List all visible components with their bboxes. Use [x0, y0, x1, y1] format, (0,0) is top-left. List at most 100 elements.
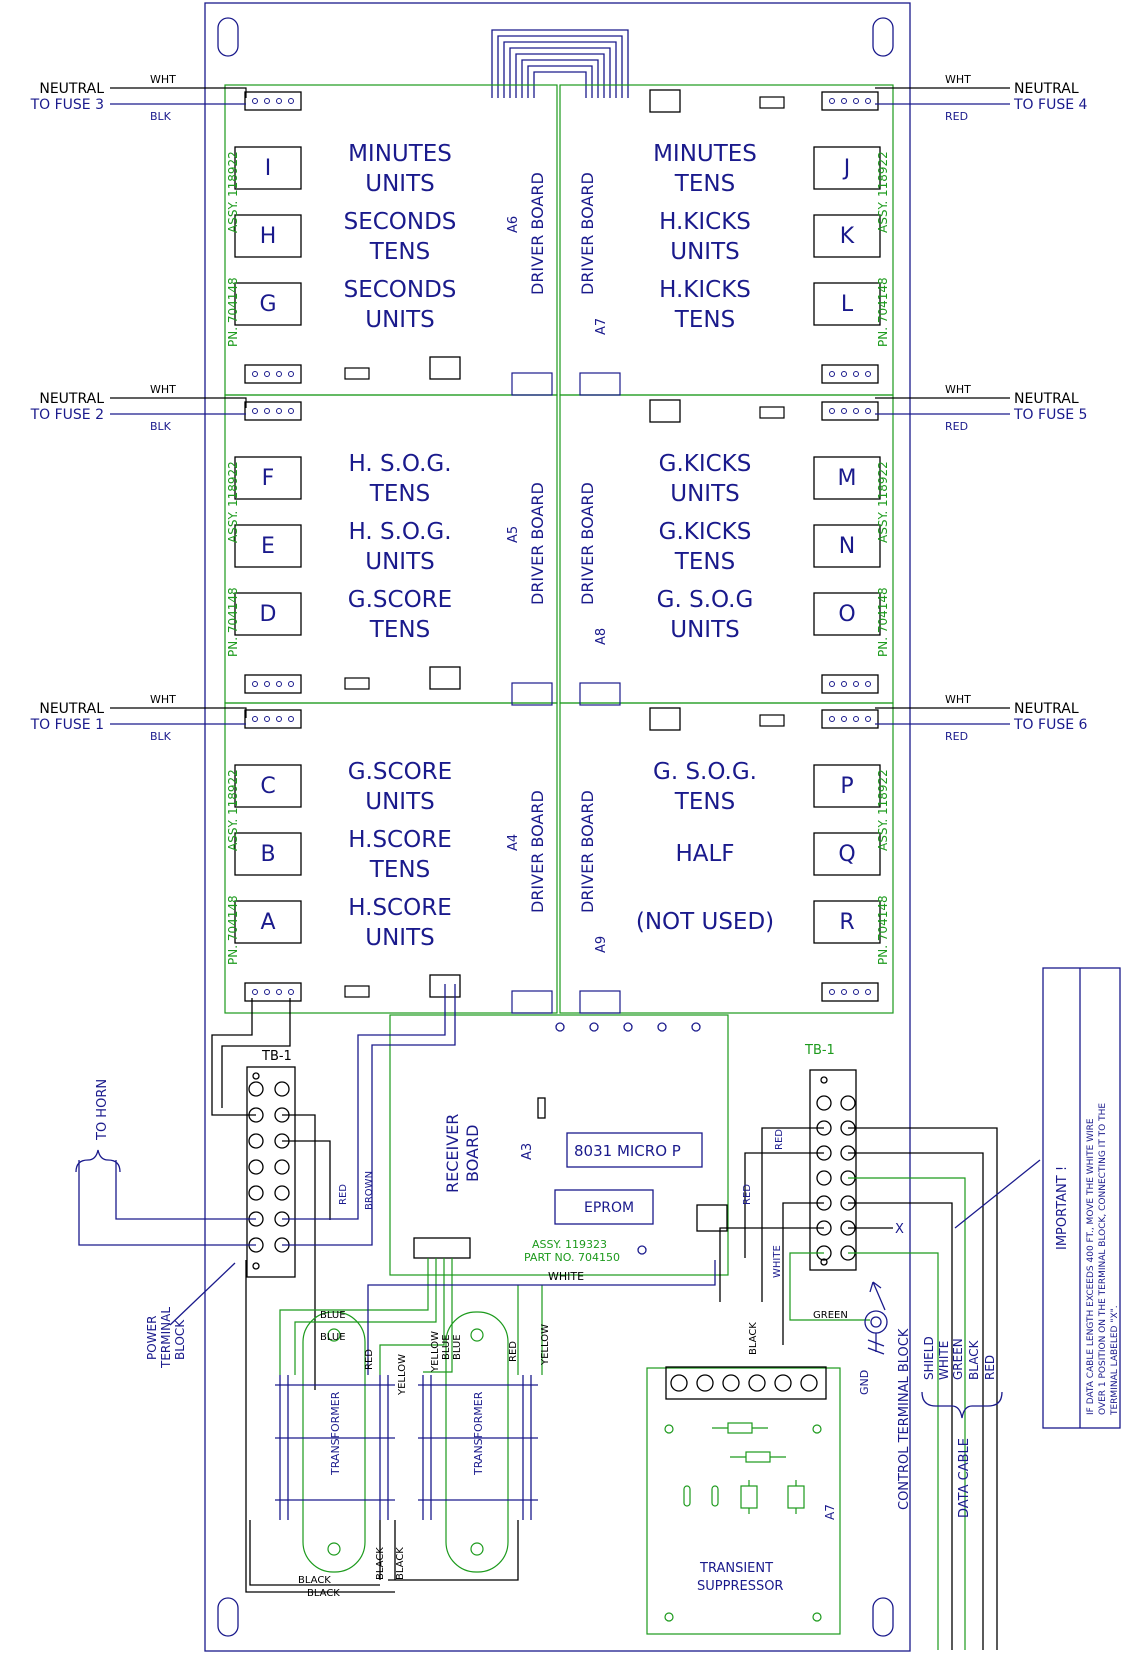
data-connector-a9	[649, 707, 681, 731]
digit-label-k-1: H.KICKS	[659, 209, 751, 235]
digit-label-d-1: G.SCORE	[348, 587, 452, 613]
data-connector-a8	[649, 399, 681, 423]
power-block-caption-1: POWER	[145, 1316, 159, 1360]
connector-pin-top-a8-3	[853, 408, 859, 414]
connector-pin-top-a6-4	[288, 98, 294, 104]
digit-label-g-2: UNITS	[365, 307, 434, 333]
digit-label-i-1: MINUTES	[348, 141, 452, 167]
data-wire-black: BLACK	[967, 1339, 981, 1380]
data-cable-caption: DATA CABLE	[957, 1438, 972, 1518]
transformer-right	[445, 1311, 509, 1573]
bottom-wire-label-1: BLK	[150, 110, 172, 123]
neutral-label-5: NEUTRAL	[39, 701, 104, 717]
note-box	[1042, 967, 1121, 1429]
power-connector-bottom-a7	[821, 364, 879, 384]
wire-label-blue-3: BLUE	[441, 1334, 452, 1360]
board-designator-a4: A4	[506, 834, 521, 851]
power-connector-top-a8	[821, 401, 879, 421]
driver-board-a4: CG.SCOREUNITSBH.SCORETENSAH.SCOREUNITSDR…	[226, 709, 553, 1014]
connector-pin-bottom-a5-2	[264, 681, 270, 687]
wire-label-black-2: BLACK	[307, 1588, 340, 1599]
receiver-power-connector	[413, 1237, 471, 1259]
connector-pin-top-a8-1	[829, 408, 835, 414]
control-x-mark: X	[895, 1222, 904, 1237]
connector-pin-top-a5-3	[276, 408, 282, 414]
digit-label-p-1: G. S.O.G.	[653, 759, 757, 785]
wire-label-white: WHITE	[548, 1270, 584, 1283]
power-block-caption-2: TERMINAL	[159, 1307, 173, 1369]
connector-pin-bottom-a7-3	[853, 371, 859, 377]
board-designator-a6: A6	[506, 216, 521, 233]
micro-chip	[566, 1132, 703, 1168]
digit-letter-o: O	[838, 602, 855, 627]
mount-slot-top-right	[872, 17, 894, 57]
digit-letter-d: D	[260, 602, 277, 627]
neutral-label-3: NEUTRAL	[39, 391, 104, 407]
board-pn-a6: PN. 704148	[226, 277, 240, 347]
ribbon-header-a5	[511, 682, 553, 706]
digit-connector-f	[234, 456, 302, 500]
board-designator-a8: A8	[594, 628, 609, 645]
transformer-left	[302, 1311, 366, 1573]
data-wire-shield: SHIELD	[922, 1336, 936, 1380]
digit-letter-f: F	[262, 466, 275, 491]
suppressor-designator: A7	[823, 1504, 837, 1520]
connector-pin-top-a5-4	[288, 408, 294, 414]
wire-label-green-ctrl: GREEN	[813, 1310, 848, 1321]
ribbon-header-a4	[511, 990, 553, 1014]
connector-pin-bottom-a6-3	[276, 371, 282, 377]
power-connector-top-a9	[821, 709, 879, 729]
receiver-data-connector	[696, 1204, 728, 1232]
digit-letter-h: H	[260, 224, 277, 249]
horn-brace	[75, 1149, 121, 1173]
data-wire-red: RED	[983, 1355, 997, 1380]
digit-label-a-2: UNITS	[365, 925, 434, 951]
board-assy-a6: ASSY. 118922	[226, 151, 240, 233]
connector-pin-top-a5-2	[264, 408, 270, 414]
wire-label-red-ctrl-1: RED	[774, 1129, 785, 1150]
neutral-label-6: NEUTRAL	[1014, 701, 1079, 717]
connector-pin-top-a6-2	[264, 98, 270, 104]
digit-connector-d	[234, 592, 302, 636]
wire-label-brown: BROWN	[364, 1171, 375, 1210]
bottom-wire-label-5: BLK	[150, 730, 172, 743]
digit-connector-l	[813, 282, 881, 326]
enclosure-frame	[204, 2, 911, 1652]
wire-label-yellow-left: YELLOW	[397, 1354, 408, 1396]
connector-pin-top-a9-1	[829, 716, 835, 722]
digit-connector-n	[813, 524, 881, 568]
ribbon-header-a6	[511, 372, 553, 396]
connector-pin-bottom-a8-1	[829, 681, 835, 687]
wire-label-red-left: RED	[364, 1349, 375, 1370]
board-pn-a7: PN. 704148	[876, 277, 890, 347]
power-connector-top-a6	[244, 91, 302, 111]
power-connector-bottom-a4	[244, 982, 302, 1002]
top-wire-label-2: WHT	[945, 73, 971, 86]
digit-connector-j	[813, 146, 881, 190]
board-title-a5: DRIVER BOARD	[528, 482, 547, 605]
wire-label-black-ctrl: BLACK	[748, 1322, 759, 1355]
receiver-leds	[555, 1022, 701, 1255]
data-connector-a7	[649, 89, 681, 113]
fuse-label-1: TO FUSE 3	[30, 97, 104, 113]
digit-label-o-2: UNITS	[670, 617, 739, 643]
transient-suppressor-board	[646, 1367, 841, 1635]
connector-pin-bottom-a5-1	[252, 681, 258, 687]
suppressor-label-2: SUPPRESSOR	[697, 1579, 783, 1594]
neutral-label-2: NEUTRAL	[1014, 81, 1079, 97]
hatched-component-a8	[759, 406, 785, 419]
neutral-label-4: NEUTRAL	[1014, 391, 1079, 407]
micro-label: 8031 MICRO P	[574, 1142, 681, 1160]
power-tb-label: TB-1	[261, 1049, 292, 1064]
connector-pin-top-a7-3	[853, 98, 859, 104]
connector-pin-top-a6-3	[276, 98, 282, 104]
fuse-label-4: TO FUSE 5	[1013, 407, 1087, 423]
digit-label-h-1: SECONDS	[344, 209, 457, 235]
digit-label-c-1: G.SCORE	[348, 759, 452, 785]
connector-pin-bottom-a4-1	[252, 989, 258, 995]
digit-letter-b: B	[260, 842, 275, 867]
mount-slot-bottom-right	[872, 1597, 894, 1637]
